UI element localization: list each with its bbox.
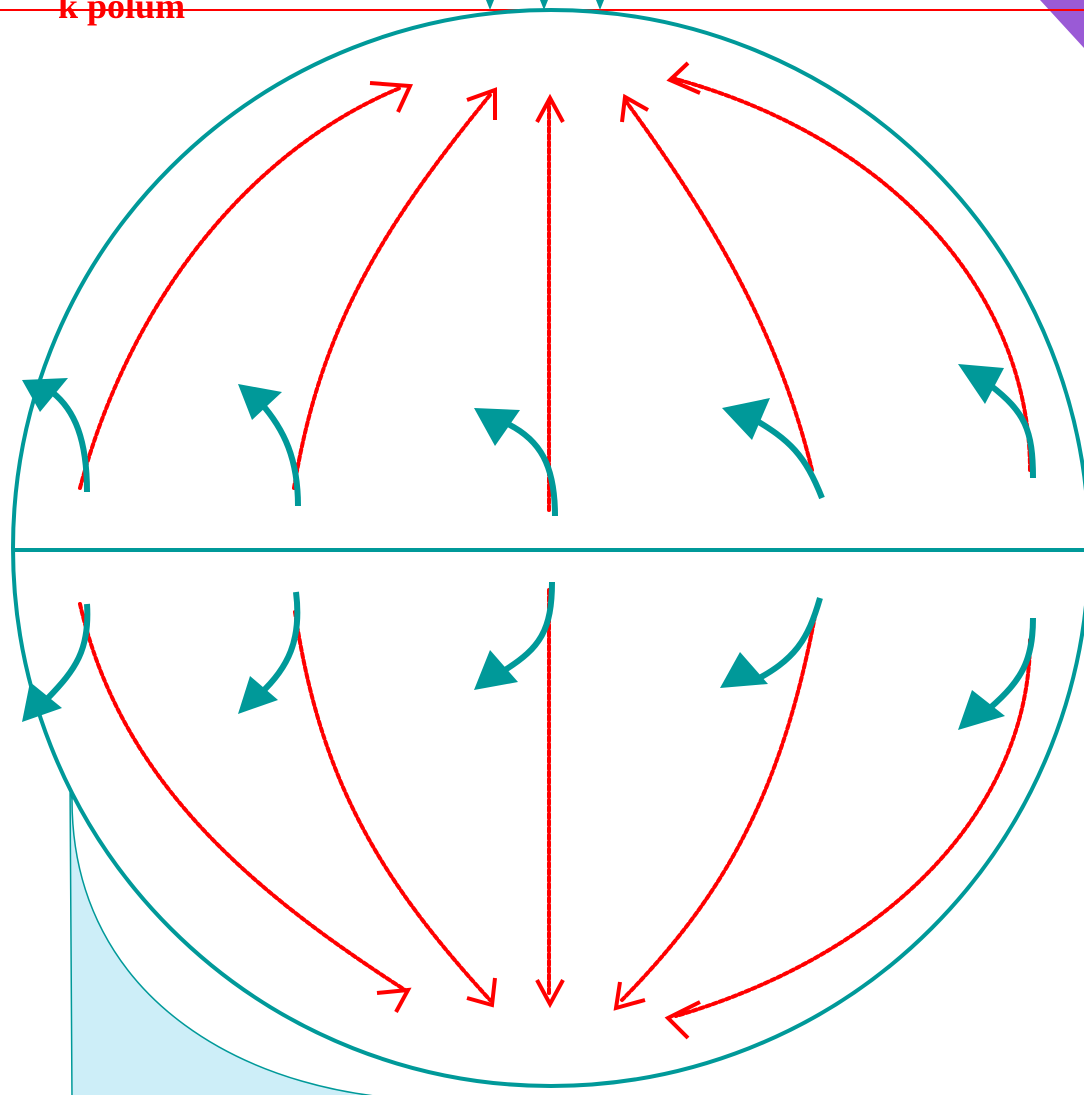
corner-accent-shape xyxy=(1040,0,1084,48)
caption-text: k pólům xyxy=(58,0,185,26)
